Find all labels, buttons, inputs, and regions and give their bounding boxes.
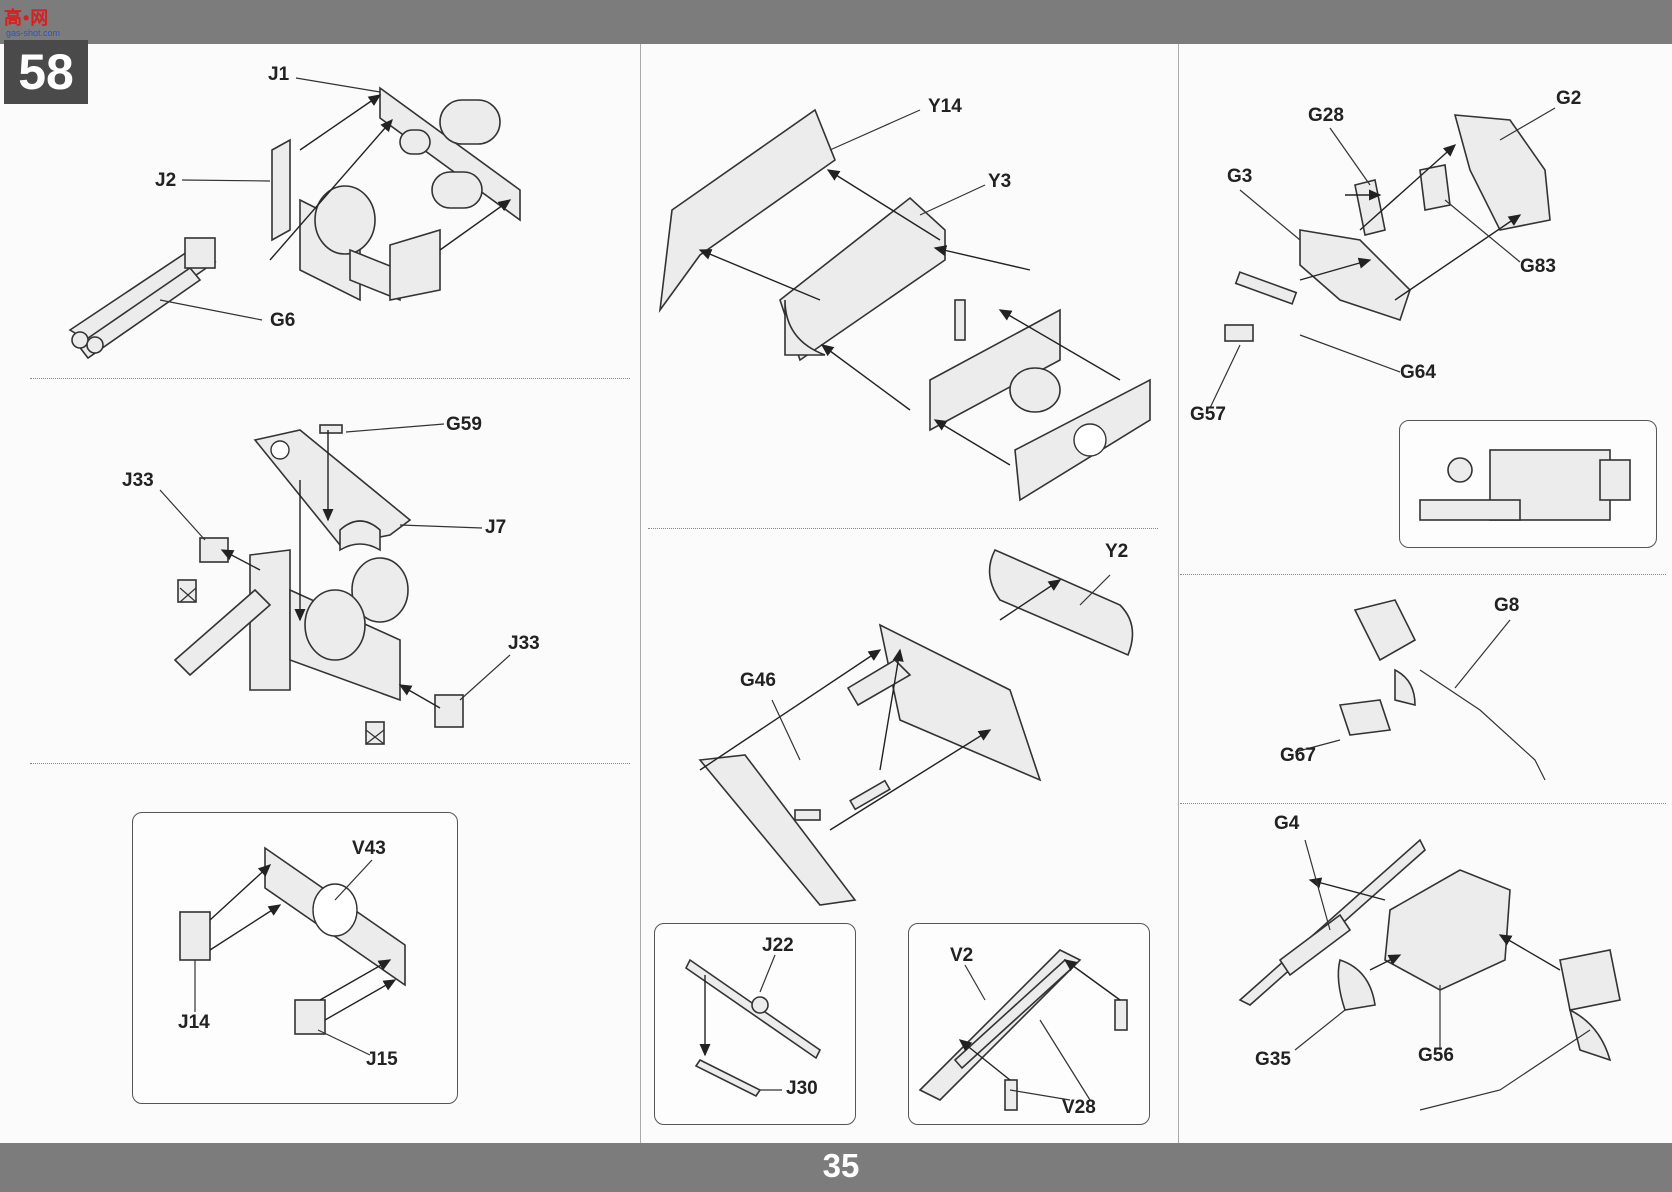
assembly-v2-v28 xyxy=(918,949,1128,1111)
assembly-j1-j2-g6 xyxy=(68,77,521,360)
part-label-y14: Y14 xyxy=(928,96,962,117)
assembly-g8-g67 xyxy=(1294,599,1546,781)
part-label-g4: G4 xyxy=(1274,813,1300,834)
part-label-v2: V2 xyxy=(950,945,974,966)
part-label-j1: J1 xyxy=(268,64,290,85)
section-divider xyxy=(1180,803,1666,804)
bottom-bar xyxy=(0,1143,1672,1192)
column-divider-right xyxy=(1178,44,1179,1143)
part-label-v28: V28 xyxy=(1062,1097,1096,1118)
assembly-v43-j14-j15 xyxy=(179,846,406,1056)
assembly-g4-g35-g56 xyxy=(1238,838,1621,1111)
part-label-j2: J2 xyxy=(155,170,177,191)
site-logo: 高•网 xyxy=(4,8,50,28)
part-label-j15: J15 xyxy=(366,1049,398,1070)
part-label-j30: J30 xyxy=(786,1078,818,1099)
page-number: 35 xyxy=(822,1147,860,1184)
part-label-y3: Y3 xyxy=(988,171,1012,192)
part-label-g64: G64 xyxy=(1400,362,1436,383)
part-label-g57: G57 xyxy=(1190,404,1226,425)
part-label-j33-top: J33 xyxy=(122,470,154,491)
part-label-y2: Y2 xyxy=(1105,541,1129,562)
top-bar xyxy=(0,0,1672,44)
part-label-j7: J7 xyxy=(485,517,507,538)
assembly-g28-g2-g3 xyxy=(1209,107,1631,521)
part-label-g67: G67 xyxy=(1280,745,1316,766)
part-label-j14: J14 xyxy=(178,1012,210,1033)
part-label-j33-bottom: J33 xyxy=(508,633,540,654)
part-label-g56: G56 xyxy=(1418,1045,1454,1066)
section-divider xyxy=(30,378,630,379)
part-label-g3: G3 xyxy=(1227,166,1253,187)
part-label-g8: G8 xyxy=(1494,595,1520,616)
site-logo-url: gas-shot.com xyxy=(6,28,61,38)
part-label-g83: G83 xyxy=(1520,256,1556,277)
section-divider xyxy=(648,528,1158,529)
part-label-g59: G59 xyxy=(446,414,482,435)
part-label-g28: G28 xyxy=(1308,105,1344,126)
part-label-v43: V43 xyxy=(352,838,386,859)
part-label-g2: G2 xyxy=(1556,88,1582,109)
assembly-g59-j7-j33 xyxy=(159,423,511,745)
step-number-badge: 58 xyxy=(4,40,88,104)
column-divider-left xyxy=(640,44,641,1143)
assembly-y2-g46 xyxy=(698,548,1134,906)
assembly-y14-y3 xyxy=(658,108,1151,502)
section-divider xyxy=(30,763,630,764)
part-label-g6: G6 xyxy=(270,310,296,331)
part-label-g35: G35 xyxy=(1255,1049,1291,1070)
section-divider xyxy=(1180,574,1666,575)
assembly-j22-j30 xyxy=(684,954,822,1098)
part-label-g46: G46 xyxy=(740,670,776,691)
part-label-j22: J22 xyxy=(762,935,794,956)
